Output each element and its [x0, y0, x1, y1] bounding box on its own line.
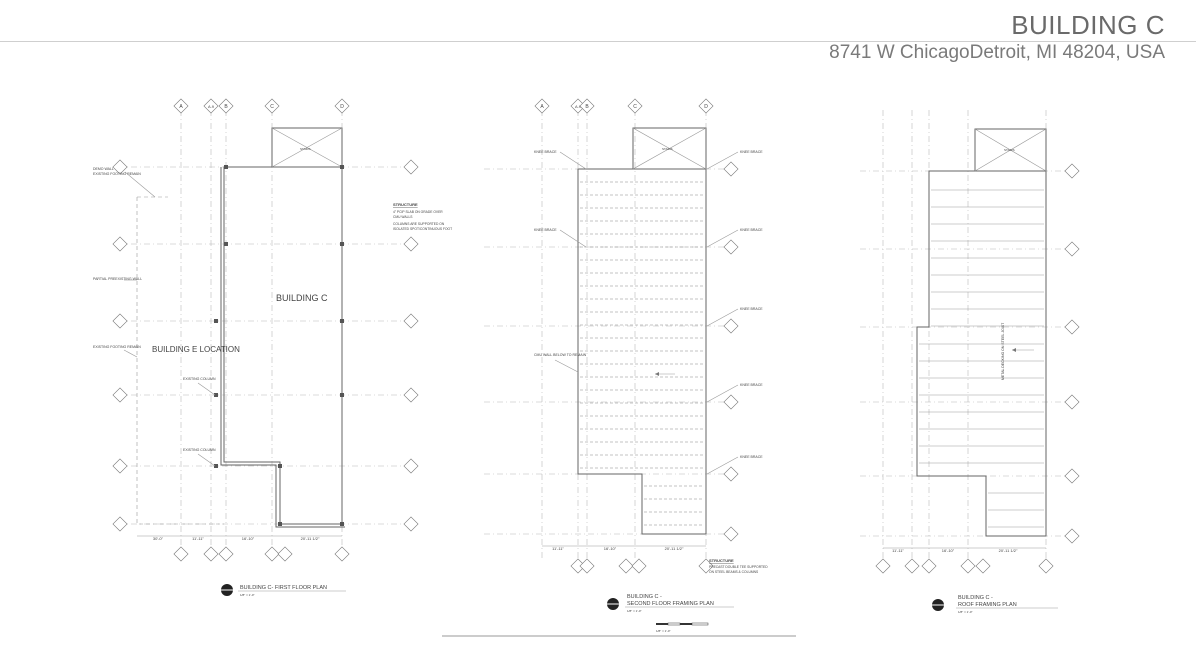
grid-label-a: A	[179, 104, 183, 110]
callout-existing-footing: EXISTING FOOTING REMAIN	[93, 172, 141, 176]
callout-knee-brace: KNEE BRACE	[534, 150, 557, 154]
grid-label-d: D	[340, 104, 344, 110]
second-floor-framing-plan: STAIRS A A.9 B C D KNEE BRACE KNEE BRACE…	[442, 98, 796, 637]
roof-caption-line2: ROOF FRAMING PLAN	[958, 602, 1017, 608]
first-floor-caption: BUILDING C- FIRST FLOOR PLAN	[240, 585, 327, 591]
grid-label-d: D	[704, 104, 708, 110]
callout-existing-footing-2: EXISTING FOOTING REMAIN	[93, 345, 141, 349]
header-divider	[0, 41, 1196, 42]
structure-notes-heading: STRUCTURE	[709, 558, 734, 563]
dimension-text: 20'-11 1/2"	[999, 548, 1018, 553]
grid-label-b: B	[585, 104, 589, 110]
roof-scale: 1/8" = 1'-0"	[958, 610, 973, 614]
structure-notes-line: CMU WALLS	[393, 215, 413, 219]
roof-framing-plan: STAIRS METAL DECKING ON STEEL JOIST 11'-…	[860, 110, 1080, 614]
callout-stairs: STAIRS	[300, 147, 311, 151]
callout-knee-brace: KNEE BRACE	[740, 228, 763, 232]
building-e-label: BUILDING E LOCATION	[152, 345, 240, 354]
callout-partial-wall: PARTIAL PREEXISTING WALL	[93, 277, 142, 281]
dimension-text: 20'-11 1/2"	[301, 536, 320, 541]
callout-knee-brace: KNEE BRACE	[740, 307, 763, 311]
dimension-text: 30'-0"	[153, 536, 164, 541]
grid-label-a: A	[540, 104, 544, 110]
callout-cmu-wall: CMU WALL BELOW TO REMAIN	[534, 353, 587, 357]
second-floor-caption-line2: SECOND FLOOR FRAMING PLAN	[627, 601, 714, 607]
callout-demo-wall: DEMO WALL	[93, 167, 114, 171]
scale-bar: 1/8" = 1'-0"	[656, 622, 709, 633]
structure-notes-line: 4" PCIP SLAB ON GRADE OVER	[393, 210, 443, 214]
page-title: BUILDING C	[1011, 10, 1165, 40]
structure-notes-line: ISOLATED SPOT/CONTINUOUS FOOT	[393, 227, 452, 231]
scale-bar-label: 1/8" = 1'-0"	[656, 629, 671, 633]
structure-notes-line: COLUMNS ARE SUPPORTED ON	[393, 222, 445, 226]
callout-knee-brace: KNEE BRACE	[740, 455, 763, 459]
structure-notes-heading: STRUCTURE	[393, 202, 418, 207]
callout-knee-brace: KNEE BRACE	[740, 383, 763, 387]
building-c-label: BUILDING C	[276, 293, 328, 303]
grid-label-c: C	[270, 104, 274, 110]
grid-label-c: C	[633, 104, 637, 110]
deck-note: METAL DECKING ON STEEL JOIST	[1001, 322, 1005, 380]
callout-knee-brace: KNEE BRACE	[534, 228, 557, 232]
structure-notes-line: PRECAST DOUBLE TEE SUPPORTED	[709, 565, 768, 569]
callout-knee-brace: KNEE BRACE	[740, 150, 763, 154]
second-floor-caption-line1: BUILDING C -	[627, 594, 662, 600]
grid-label-a9: A.9	[208, 104, 215, 109]
grid-label-a9: A.9	[575, 104, 582, 109]
dimension-text: 16'-10"	[604, 546, 617, 551]
second-floor-scale: 1/8" = 1'-0"	[627, 609, 642, 613]
structure-notes-line: ON STEEL BEAMS & COLUMNS	[709, 570, 759, 574]
dimension-text: 11'-11"	[892, 548, 904, 553]
callout-stairs: STAIRS	[1004, 148, 1015, 152]
dimension-text: 11'-11"	[192, 536, 204, 541]
roof-caption-line1: BUILDING C -	[958, 595, 993, 601]
first-floor-plan: A A.9 B C D	[93, 98, 452, 597]
address-subtitle: 8741 W ChicagoDetroit, MI 48204, USA	[829, 42, 1165, 63]
dimension-text: 20'-11 1/2"	[665, 546, 684, 551]
callout-existing-column-2: EXISTING COLUMN	[183, 448, 216, 452]
first-floor-scale: 1/8" = 1'-0"	[240, 593, 255, 597]
callout-existing-column: EXISTING COLUMN	[183, 377, 216, 381]
dimension-text: 16'-10"	[242, 536, 255, 541]
dimension-text: 11'-11"	[552, 546, 564, 551]
grid-label-b: B	[224, 104, 228, 110]
callout-stairs: STAIRS	[662, 147, 673, 151]
dimension-text: 16'-10"	[942, 548, 955, 553]
